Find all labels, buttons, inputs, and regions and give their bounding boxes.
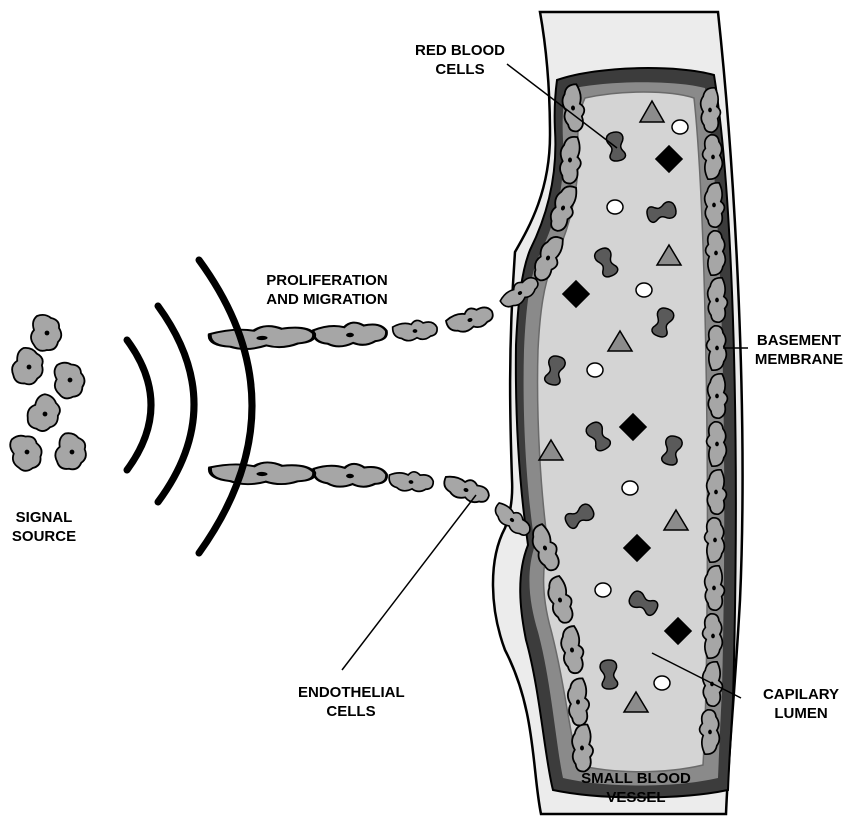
signal-source-cells [6, 315, 89, 474]
label-small-blood-vessel: SMALL BLOOD VESSEL [566, 769, 706, 807]
label-capilary-lumen: CAPILARY LUMEN [753, 685, 849, 723]
signal-waves [127, 260, 252, 553]
label-red-blood-cells: RED BLOOD CELLS [412, 41, 508, 79]
label-endothelial-cells: ENDOTHELIAL CELLS [298, 683, 404, 721]
lower-sprout [210, 461, 535, 540]
label-proliferation-migration: PROLIFERATION AND MIGRATION [252, 271, 402, 309]
label-signal-source: SIGNAL SOURCE [0, 508, 88, 546]
label-basement-membrane: BASEMENT MEMBRANE [748, 331, 850, 369]
